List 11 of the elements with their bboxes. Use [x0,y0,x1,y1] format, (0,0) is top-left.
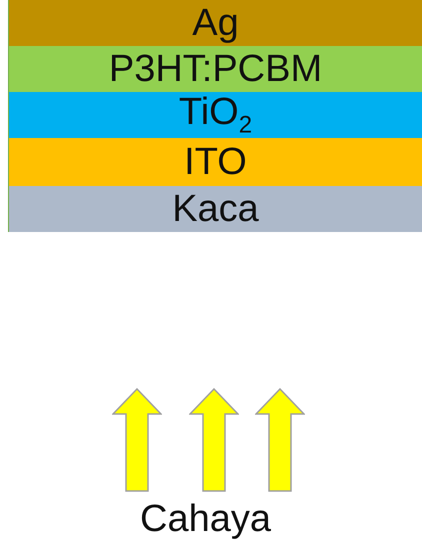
layer-band [8,92,422,138]
layer-name: P3HT:PCBM [108,50,322,88]
layer-band [8,186,422,232]
layer-name: ITO [184,143,247,181]
layer-name: Kaca [172,190,259,228]
layer-name: Ag [192,4,239,42]
layer-band [8,138,422,186]
layer-band [8,0,422,46]
light-label: Cahaya [140,498,271,541]
layer-name: TiO$_{2}$ [178,92,252,138]
layer-band [8,46,422,92]
